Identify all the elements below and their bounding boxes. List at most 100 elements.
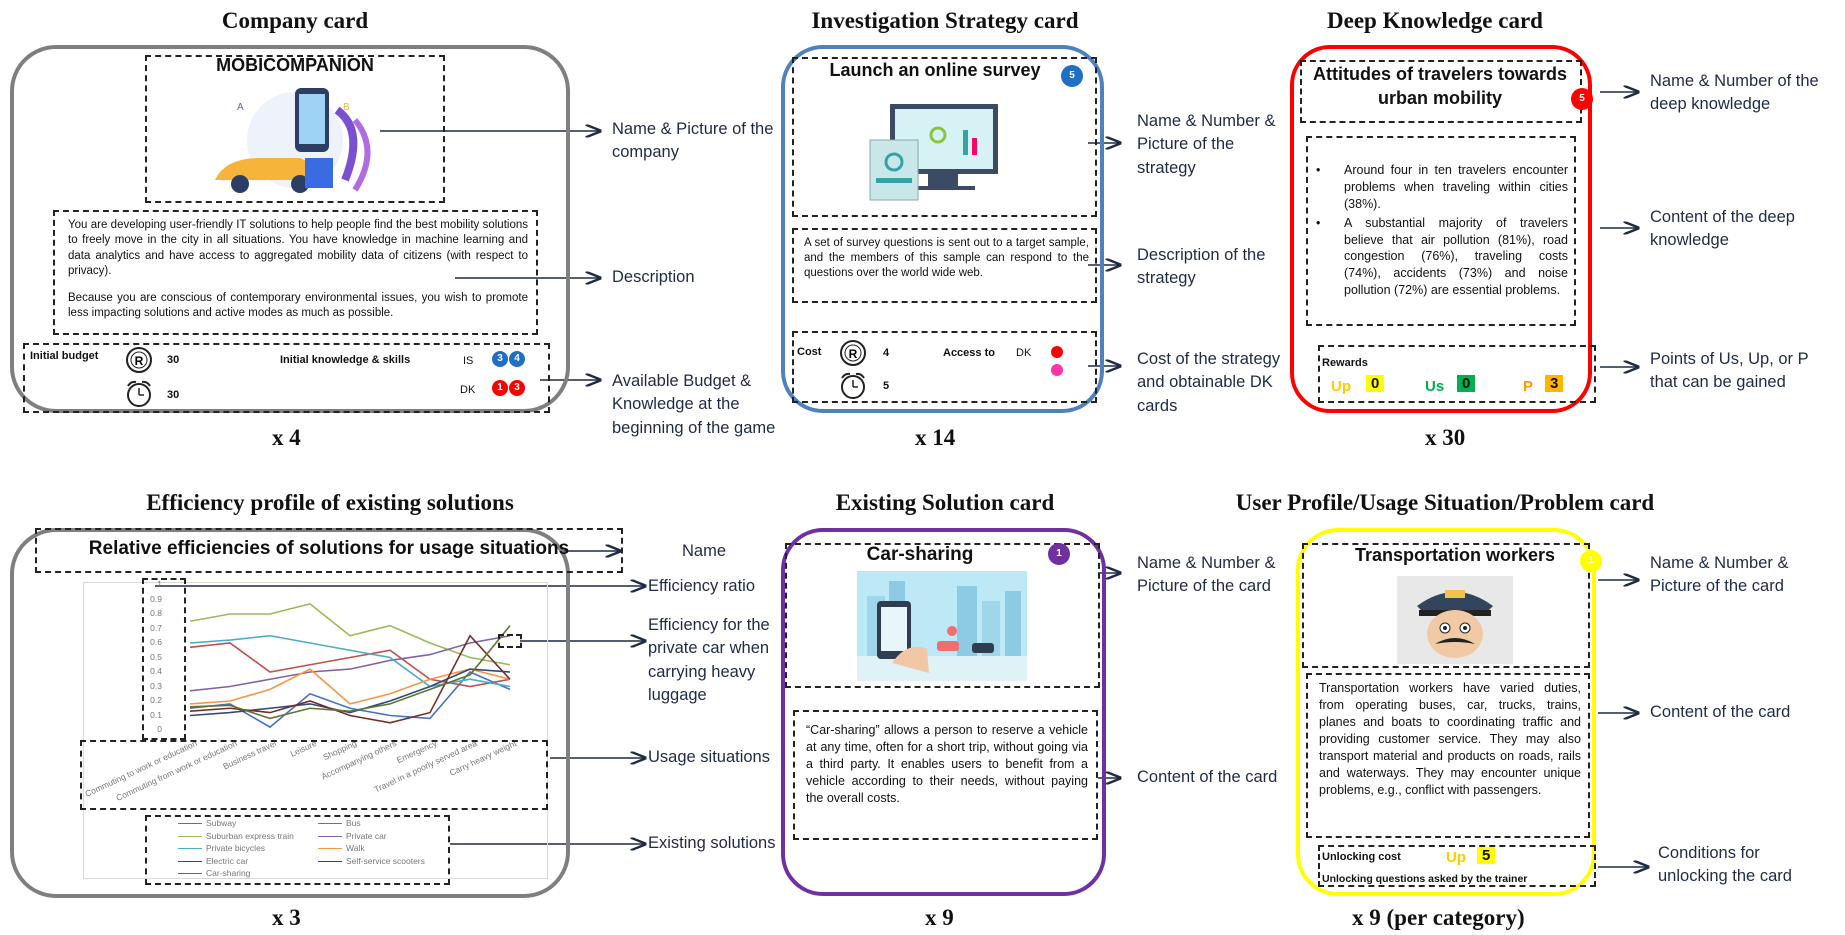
rewards-label: Rewards — [1322, 357, 1368, 369]
y-tick-label: 0 — [157, 724, 162, 734]
user-content: Transportation workers have varied dutie… — [1319, 681, 1581, 797]
legend-label: Private bicycles — [206, 843, 266, 853]
private-car-heavy-box — [498, 634, 522, 648]
deep-number-badge: 5 — [1571, 88, 1593, 110]
budget-r-value: 30 — [167, 354, 180, 366]
user-picture — [1397, 576, 1513, 664]
annotation-user-content: Content of the card — [1650, 703, 1791, 721]
legend-swatch — [318, 860, 342, 862]
existing-number-badge: 1 — [1048, 543, 1070, 565]
user-name: Transportation workers — [1354, 545, 1556, 565]
legend-swatch — [178, 823, 202, 825]
unlock-up-label: Up — [1446, 849, 1466, 866]
strategy-cost-t: 5 — [883, 380, 890, 392]
legend-label: Car-sharing — [206, 868, 251, 878]
deep-bullet-2: •A substantial majority of travelers bel… — [1316, 215, 1568, 298]
reward-p-value: 3 — [1545, 375, 1564, 392]
unlock-questions-label: Unlocking questions asked by the trainer — [1322, 873, 1528, 885]
existing-content: “Car-sharing” allows a person to reserve… — [806, 723, 1088, 805]
is-badge-1: 3 — [492, 351, 508, 367]
series-line-private-bicycles — [189, 634, 511, 688]
annotation-company-budget: Available Budget & Knowledge at the begi… — [612, 372, 776, 437]
legend-swatch — [318, 823, 342, 825]
strategy-number-badge: 5 — [1061, 65, 1083, 87]
unlock-up-value: 5 — [1477, 847, 1496, 864]
legend-label: Subway — [206, 818, 237, 828]
reward-up-label: Up — [1331, 378, 1351, 395]
deep-bullet-1: •Around four in ten travelers encounter … — [1316, 163, 1568, 211]
strategy-cost-label: Cost — [797, 346, 822, 358]
efficiency-ratio-box — [142, 578, 186, 740]
svg-text:R: R — [849, 347, 858, 361]
y-tick-label: 0.4 — [150, 666, 162, 676]
existing-picture — [857, 571, 1027, 681]
dk-red-dot — [1051, 346, 1063, 358]
deep-count: x 30 — [1425, 425, 1466, 450]
strategy-card — [781, 45, 1104, 413]
strategy-access-label: Access to — [943, 347, 995, 359]
deep-card — [1290, 45, 1592, 413]
legend-item: Self-service scooters — [318, 856, 425, 866]
resource-r-icon: R — [126, 347, 152, 373]
y-tick-label: 0.8 — [150, 608, 162, 618]
svg-text:R: R — [135, 354, 144, 368]
annotation-eff-name: Name — [682, 542, 727, 560]
series-line-bus — [189, 642, 511, 688]
legend-swatch — [178, 848, 202, 850]
annotation-user-name: Name & Number & Picture of the card — [1650, 554, 1789, 596]
efficiency-name-box — [35, 528, 623, 573]
usage-situations-box — [80, 740, 548, 810]
unlock-cost-label: Unlocking cost — [1322, 851, 1401, 863]
legend-swatch — [178, 835, 202, 837]
annotation-deep-points: Points of Us, Up, or P that can be gaine… — [1650, 350, 1809, 392]
company-description-p2: Because you are conscious of contemporar… — [68, 292, 528, 320]
user-count: x 9 (per category) — [1352, 905, 1525, 930]
deep-content: •Around four in ten travelers encounter … — [1316, 162, 1568, 299]
legend-item: Subway — [178, 818, 236, 828]
legend-swatch — [178, 873, 202, 875]
existing-count: x 9 — [925, 905, 954, 930]
annotation-user-unlock: Conditions for unlocking the card — [1658, 844, 1792, 886]
strategy-name-picture-box — [792, 57, 1097, 217]
svg-text:A: A — [237, 102, 244, 113]
dk-badge-2: 3 — [509, 380, 525, 396]
company-count: x 4 — [272, 425, 301, 450]
annotation-strategy-cost: Cost of the strategy and obtainable DK c… — [1137, 350, 1281, 415]
efficiency-chart — [189, 602, 511, 729]
strategy-card-title: Investigation Strategy card — [811, 8, 1079, 33]
existing-name: Car-sharing — [866, 544, 974, 565]
reward-p-label: P — [1523, 378, 1534, 395]
resource-r-icon: R — [840, 340, 866, 366]
existing-solutions-box — [145, 815, 450, 885]
strategy-dk-label: DK — [1016, 347, 1032, 359]
y-tick-label: 0.1 — [150, 709, 162, 720]
strategy-cost-r: 4 — [883, 347, 890, 359]
strategy-name: Launch an online survey — [829, 60, 1041, 80]
deep-name: Attitudes of travelers towards urban mob… — [1312, 64, 1568, 109]
company-budget-box — [23, 343, 550, 413]
annotation-strategy-description: Description of the strategy — [1137, 246, 1266, 288]
company-description-box — [53, 210, 538, 335]
company-card-title: Company card — [221, 8, 369, 33]
series-line-private-car — [189, 634, 511, 692]
legend-label: Walk — [346, 843, 365, 853]
y-tick-label: 0.6 — [150, 637, 162, 647]
annotation-eff-ratio: Efficiency ratio — [648, 577, 755, 595]
y-tick-label: 0.2 — [150, 695, 162, 705]
legend-item: Electric car — [178, 856, 248, 866]
legend-label: Suburban express train — [206, 830, 294, 841]
user-card — [1296, 528, 1596, 896]
annotation-strategy-name: Name & Number & Picture of the strategy — [1137, 112, 1276, 177]
budget-label: Initial budget — [30, 350, 99, 362]
strategy-picture — [869, 104, 998, 201]
dk-pink-dot — [1051, 364, 1063, 376]
legend-item: Private car — [318, 831, 387, 841]
existing-card-title: Existing Solution card — [835, 490, 1055, 515]
series-line-car-sharing — [189, 625, 511, 720]
legend-item: Suburban express train — [178, 831, 294, 841]
knowledge-label: Initial knowledge & skills — [280, 354, 411, 366]
existing-content-box — [793, 710, 1098, 840]
annotation-eff-private: Efficiency for the private car when carr… — [648, 616, 770, 705]
legend-item: Private bicycles — [178, 843, 265, 853]
legend-item: Car-sharing — [178, 868, 250, 878]
